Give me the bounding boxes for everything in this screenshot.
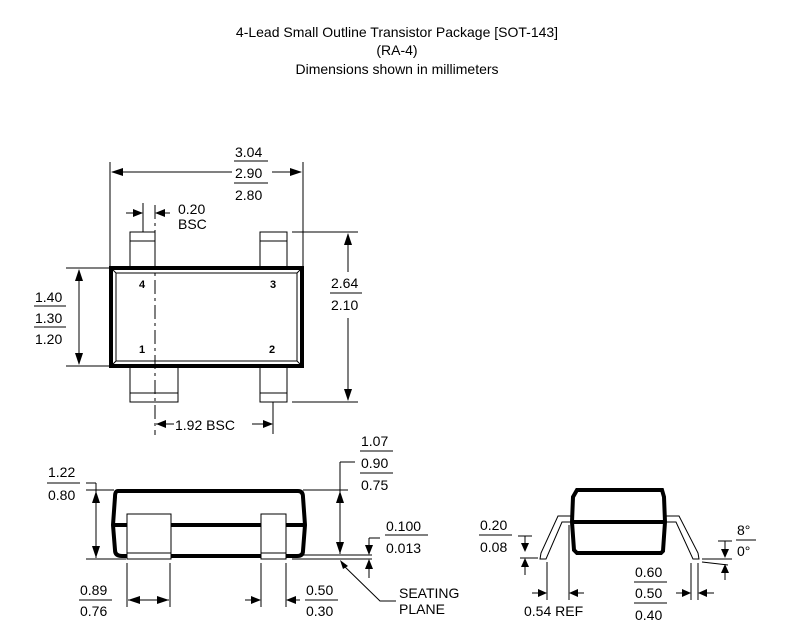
side-lead-1 bbox=[126, 513, 172, 560]
pin-label-4: 4 bbox=[139, 279, 146, 291]
width-max: 3.04 bbox=[235, 144, 262, 160]
pin-label-1: 1 bbox=[139, 344, 145, 356]
height-max: 1.07 bbox=[361, 433, 388, 449]
lead-2 bbox=[259, 365, 288, 403]
lead-thickness-max: 0.20 bbox=[480, 517, 507, 533]
foot-ref: 0.54 REF bbox=[524, 603, 583, 619]
side-view: 1.22 0.80 1.07 0.90 0.75 0.100 0.013 0.8… bbox=[47, 433, 459, 619]
lead-3 bbox=[259, 231, 288, 269]
body-height-min: 1.20 bbox=[35, 331, 62, 347]
lead-offset-bsc: BSC bbox=[178, 216, 207, 232]
lead-offset-value: 0.20 bbox=[178, 201, 205, 217]
side-body bbox=[110, 489, 308, 558]
package-body bbox=[109, 266, 304, 368]
overall-height-max: 2.64 bbox=[331, 275, 358, 291]
lead1-width-min: 0.76 bbox=[80, 603, 107, 619]
title-line-1: 4-Lead Small Outline Transistor Package … bbox=[236, 24, 558, 40]
foot-length-nom: 0.50 bbox=[635, 585, 662, 601]
foot-length-min: 0.40 bbox=[635, 607, 662, 623]
body-thickness-min: 0.80 bbox=[48, 487, 75, 503]
foot-length-max: 0.60 bbox=[635, 564, 662, 580]
pin-label-3: 3 bbox=[270, 279, 276, 291]
title-line-3: Dimensions shown in millimeters bbox=[295, 61, 498, 77]
seating-plane-label-1: SEATING bbox=[399, 585, 459, 601]
side-lead-2 bbox=[260, 513, 287, 560]
title-line-2: (RA-4) bbox=[376, 42, 417, 58]
lead-pitch: 1.92 BSC bbox=[175, 417, 235, 433]
height-nom: 0.90 bbox=[361, 455, 388, 471]
overall-height-min: 2.10 bbox=[331, 297, 358, 313]
end-body bbox=[569, 488, 668, 555]
body-height-nom: 1.30 bbox=[35, 310, 62, 326]
angle-max: 8° bbox=[737, 522, 750, 538]
lead-width-min: 0.30 bbox=[306, 603, 333, 619]
end-lead-left bbox=[539, 515, 572, 560]
top-view: 4 3 1 2 3.04 2.90 2.80 0.20 BSC 1.40 1.3… bbox=[34, 144, 362, 435]
lead-width-max: 0.50 bbox=[306, 582, 333, 598]
angle-min: 0° bbox=[737, 543, 750, 559]
end-lead-right bbox=[665, 515, 700, 560]
standoff-max: 0.100 bbox=[386, 518, 421, 534]
end-view: 0.20 0.08 0.54 REF 0.60 0.50 0.40 8° 0° bbox=[479, 488, 756, 623]
title-block: 4-Lead Small Outline Transistor Package … bbox=[236, 24, 558, 77]
width-nom: 2.90 bbox=[235, 165, 262, 181]
lead1-width-max: 0.89 bbox=[80, 582, 107, 598]
body-thickness-max: 1.22 bbox=[48, 464, 75, 480]
lead-1 bbox=[129, 365, 179, 403]
lead-4 bbox=[129, 231, 156, 269]
width-min: 2.80 bbox=[235, 187, 262, 203]
body-height-max: 1.40 bbox=[35, 289, 62, 305]
lead-thickness-min: 0.08 bbox=[480, 539, 507, 555]
height-min: 0.75 bbox=[361, 477, 388, 493]
seating-plane-label-2: PLANE bbox=[399, 601, 445, 617]
standoff-min: 0.013 bbox=[386, 540, 421, 556]
pin-label-2: 2 bbox=[269, 344, 275, 356]
